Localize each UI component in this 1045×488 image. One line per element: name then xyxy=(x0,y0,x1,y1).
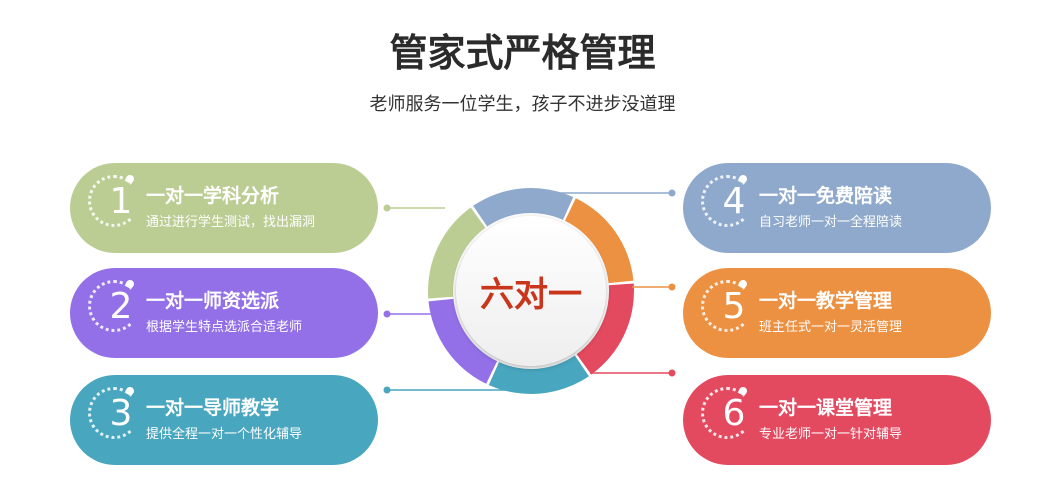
card-heading: 一对一师资选派 xyxy=(146,290,280,312)
card-heading: 一对一学科分析 xyxy=(146,185,280,207)
dotted-circle-icon xyxy=(88,280,140,332)
dotted-circle-icon xyxy=(701,280,753,332)
card-number: 5 xyxy=(722,286,746,327)
ring-segment-1 xyxy=(428,207,486,299)
card-number: 1 xyxy=(109,181,133,222)
ring-segment-6 xyxy=(576,283,634,375)
card-heading: 一对一课堂管理 xyxy=(759,397,893,419)
dot-icon xyxy=(739,387,747,395)
dotted-circle-icon xyxy=(88,175,140,227)
feature-card-2: 2 一对一师资选派 根据学生特点选派合适老师 xyxy=(70,268,378,358)
feature-card-6: 6 一对一课堂管理 专业老师一对一针对辅导 xyxy=(683,375,991,465)
dotted-circle-icon xyxy=(701,387,753,439)
connector-dot xyxy=(668,283,676,291)
connector-dot xyxy=(383,310,391,318)
dot-icon xyxy=(126,280,134,288)
card-text: 专业老师一对一针对辅导 xyxy=(759,427,903,442)
card-number: 6 xyxy=(722,393,746,434)
connector-dot xyxy=(383,386,391,394)
ring-segment-2 xyxy=(428,298,498,384)
feature-card-1: 1 一对一学科分析 通过进行学生测试，找出漏洞 xyxy=(70,163,378,253)
card-text: 提供全程一对一个性化辅导 xyxy=(146,427,303,442)
card-text: 班主任式一对一灵活管理 xyxy=(759,320,903,335)
card-number: 3 xyxy=(109,393,133,434)
connector-dot xyxy=(383,204,391,212)
ring-segment-4 xyxy=(473,188,574,227)
connector-dot xyxy=(668,189,676,197)
feature-card-4: 4 一对一免费陪读 自习老师一对一全程陪读 xyxy=(683,163,991,253)
card-heading: 一对一教学管理 xyxy=(759,290,893,312)
dot-icon xyxy=(126,175,134,183)
card-text: 自习老师一对一全程陪读 xyxy=(759,215,903,230)
card-number: 2 xyxy=(109,286,133,327)
card-heading: 一对一导师教学 xyxy=(146,397,280,419)
card-heading: 一对一免费陪读 xyxy=(759,185,893,207)
center-label: 六对一 xyxy=(456,216,606,366)
card-text: 通过进行学生测试，找出漏洞 xyxy=(146,215,316,230)
ring-segment-5 xyxy=(564,198,634,284)
dot-icon xyxy=(739,175,747,183)
page-title: 管家式严格管理 xyxy=(389,31,656,75)
connector-dot xyxy=(668,369,676,377)
ring-segment-3 xyxy=(488,355,589,394)
dotted-circle-icon xyxy=(88,387,140,439)
feature-card-3: 3 一对一导师教学 提供全程一对一个性化辅导 xyxy=(70,375,378,465)
dot-icon xyxy=(126,387,134,395)
page-subtitle: 老师服务一位学生，孩子不进步没道理 xyxy=(369,94,676,115)
card-number: 4 xyxy=(722,181,746,222)
dotted-circle-icon xyxy=(701,175,753,227)
feature-card-5: 5 一对一教学管理 班主任式一对一灵活管理 xyxy=(683,268,991,358)
card-text: 根据学生特点选派合适老师 xyxy=(146,320,303,335)
dot-icon xyxy=(739,280,747,288)
